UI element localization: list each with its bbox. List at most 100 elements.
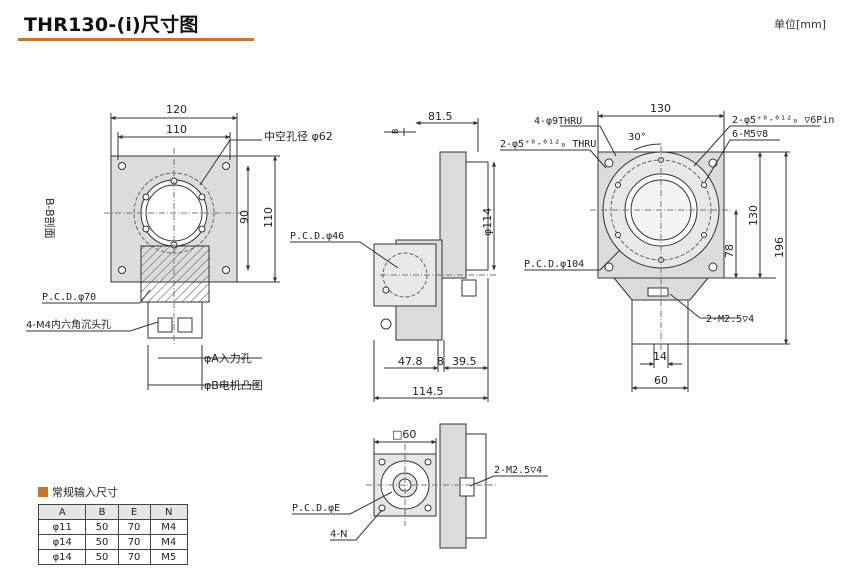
- table-cell: M4: [149, 519, 189, 535]
- side-dim-8: 8: [437, 355, 444, 368]
- right-dim-130-side: 130: [747, 205, 760, 226]
- table-cell: 70: [117, 549, 151, 565]
- table-row: φ11 50 70 M4: [37, 519, 189, 535]
- right-thru5-label: 2-φ5⁺⁰·⁰¹²₀ THRU: [500, 139, 596, 150]
- front-bolt-hole: [198, 193, 206, 201]
- front-corner-hole: [222, 266, 230, 274]
- bottom-sq60-label: □60: [392, 428, 416, 441]
- table-cell: 70: [117, 534, 151, 550]
- table-cell: φ14: [37, 534, 87, 550]
- front-bolt-hole: [142, 225, 150, 233]
- side-dim-81-5: 81.5: [428, 110, 453, 123]
- title-bar: THR130-(i)尺寸图: [18, 8, 278, 41]
- bottom-n-hole: [378, 504, 386, 512]
- bottom-n-label: 4-N: [330, 529, 347, 540]
- table-header: N: [149, 504, 189, 520]
- right-pin5-label: 2-φ5⁺⁰·⁰¹²₀ ▽6Pin: [732, 115, 834, 126]
- table-title-swatch: [38, 487, 48, 497]
- right-m5-label: 6-M5▽8: [732, 129, 768, 140]
- right-m5-hole: [615, 182, 621, 188]
- bottom-n-hole: [424, 504, 432, 512]
- title-underline: [18, 38, 254, 41]
- input-size-table-box: 常规输入尺寸 A B E N φ11 50 70 M4 φ14 50 70 M4: [37, 484, 189, 565]
- front-phiB-label: φB电机凸图: [204, 378, 263, 392]
- front-hollow-label: 中空孔径 φ62: [264, 129, 333, 143]
- table-cell: M5: [149, 549, 189, 565]
- front-motor-flange: [147, 301, 203, 339]
- input-table-title: 常规输入尺寸: [38, 484, 188, 500]
- table-header: A: [37, 504, 87, 520]
- bottom-detail: [459, 477, 475, 497]
- table-cell: 50: [85, 549, 119, 565]
- front-section-hatch: [140, 245, 210, 303]
- right-dim-60: 60: [654, 374, 668, 387]
- table-cell: φ11: [37, 519, 87, 535]
- unit-label: 单位[mm]: [773, 18, 826, 31]
- side-dim-47-8: 47.8: [398, 355, 423, 368]
- side-dim-39-5: 39.5: [452, 355, 477, 368]
- front-dim-110-side: 110: [262, 207, 275, 228]
- bottom-pcde-label: P.C.D.φE: [292, 503, 340, 514]
- right-motor-flange: [631, 299, 689, 345]
- right-corner-hole: [604, 262, 614, 272]
- front-phiA-label: φA入力孔: [204, 352, 252, 365]
- side-input-hole: [380, 318, 392, 330]
- front-dim-110-top: 110: [166, 123, 187, 136]
- table-cell: φ14: [37, 549, 87, 565]
- table-header: B: [85, 504, 119, 520]
- front-bolt-hole: [198, 225, 206, 233]
- right-dim-78: 78: [723, 244, 736, 258]
- right-pcd104-label: P.C.D.φ104: [524, 259, 584, 270]
- side-flange: [439, 151, 467, 279]
- front-pcd70-label: P.C.D.φ70: [42, 292, 96, 303]
- table-cell: 50: [85, 519, 119, 535]
- table-cell: 50: [85, 534, 119, 550]
- side-pcd46-label: P.C.D.φ46: [290, 231, 344, 242]
- front-corner-hole: [118, 162, 126, 170]
- side-view: [290, 118, 498, 402]
- input-table-title-text: 常规输入尺寸: [52, 486, 118, 499]
- right-m5-hole: [701, 232, 707, 238]
- table-cell: 70: [117, 519, 151, 535]
- front-dim-120: 120: [166, 103, 187, 116]
- right-m5-hole: [615, 232, 621, 238]
- side-dim-114-5: 114.5: [412, 385, 444, 398]
- table-row: φ14 50 70 M5: [37, 549, 189, 565]
- table-row: φ14 50 70 M4: [37, 534, 189, 550]
- right-m25-label: 2-M2.5▽4: [706, 314, 754, 325]
- right-m5-hole: [701, 182, 707, 188]
- bottom-m25-label: 2-M2.5▽4: [494, 465, 542, 476]
- front-input-key: [177, 317, 193, 333]
- right-angle-label: 30°: [628, 132, 646, 143]
- front-input-key: [157, 317, 173, 333]
- right-dim-14: 14: [653, 350, 667, 363]
- table-header-row: A B E N: [37, 504, 189, 520]
- side-output-disc: [465, 161, 489, 271]
- front-view: [26, 113, 280, 390]
- front-dim-90: 90: [238, 210, 251, 224]
- side-dim-b: B: [391, 129, 400, 135]
- right-m25-slot: [647, 287, 669, 297]
- side-input-hole: [382, 286, 390, 294]
- front-m4-label: 4-M4内六角沉头孔: [26, 318, 111, 331]
- front-corner-hole: [118, 266, 126, 274]
- right-dim-196: 196: [773, 237, 786, 258]
- front-bolt-hole: [142, 193, 150, 201]
- right-dim-130-top: 130: [650, 102, 671, 115]
- right-corner-hole: [708, 262, 718, 272]
- bottom-view: [292, 423, 548, 549]
- side-detail: [461, 279, 477, 297]
- input-size-table: A B E N φ11 50 70 M4 φ14 50 70 M4 φ14 50: [37, 504, 189, 565]
- table-header: E: [117, 504, 151, 520]
- side-dim-114: φ114: [481, 208, 494, 236]
- right-view: [500, 111, 820, 392]
- right-corner-hole: [604, 158, 614, 168]
- page-title: THR130-(i)尺寸图: [24, 14, 199, 36]
- bottom-n-hole: [424, 458, 432, 466]
- table-cell: M4: [149, 534, 189, 550]
- right-thru9-label: 4-φ9THRU: [534, 116, 582, 127]
- front-corner-hole: [222, 162, 230, 170]
- bottom-n-hole: [378, 458, 386, 466]
- section-label: B-B剖面: [43, 198, 57, 239]
